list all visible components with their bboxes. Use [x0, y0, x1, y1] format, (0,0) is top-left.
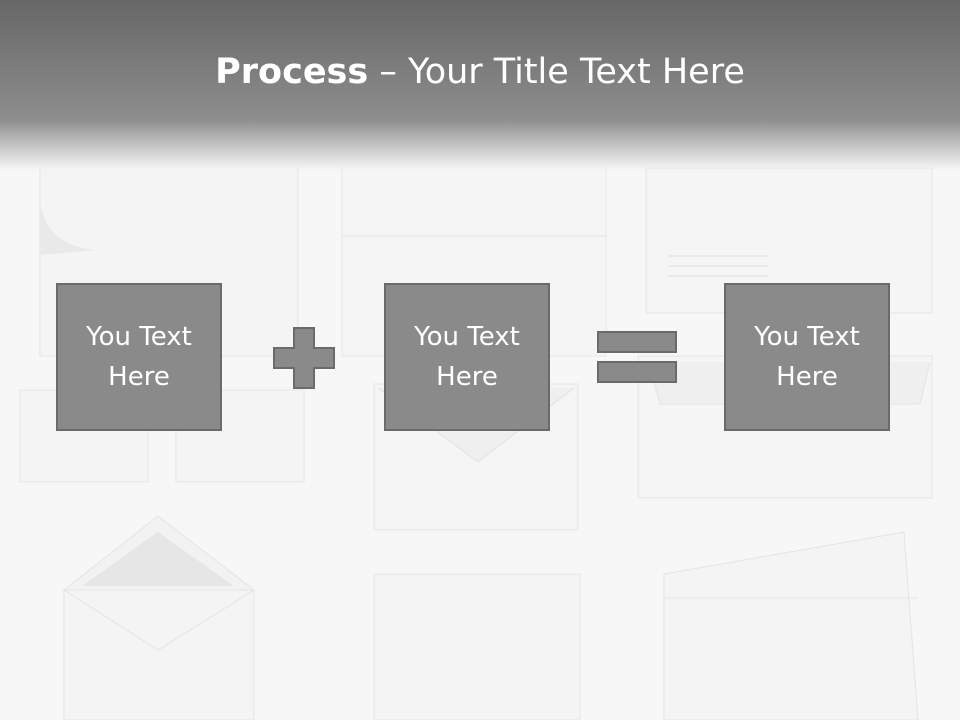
equals-icon — [597, 331, 677, 383]
process-box-2: You Text Here — [384, 283, 550, 431]
title-bold: Process — [215, 52, 369, 92]
title-rest: – Your Title Text Here — [368, 52, 745, 92]
process-box-1: You Text Here — [56, 283, 222, 431]
process-box-1-text: You Text Here — [86, 322, 192, 392]
process-box-3-text: You Text Here — [754, 322, 860, 392]
plus-icon — [273, 327, 335, 389]
slide-title: Process – Your Title Text Here — [0, 52, 960, 92]
process-box-2-text: You Text Here — [414, 322, 520, 392]
process-box-3: You Text Here — [724, 283, 890, 431]
title-bar: Process – Your Title Text Here — [0, 0, 960, 170]
